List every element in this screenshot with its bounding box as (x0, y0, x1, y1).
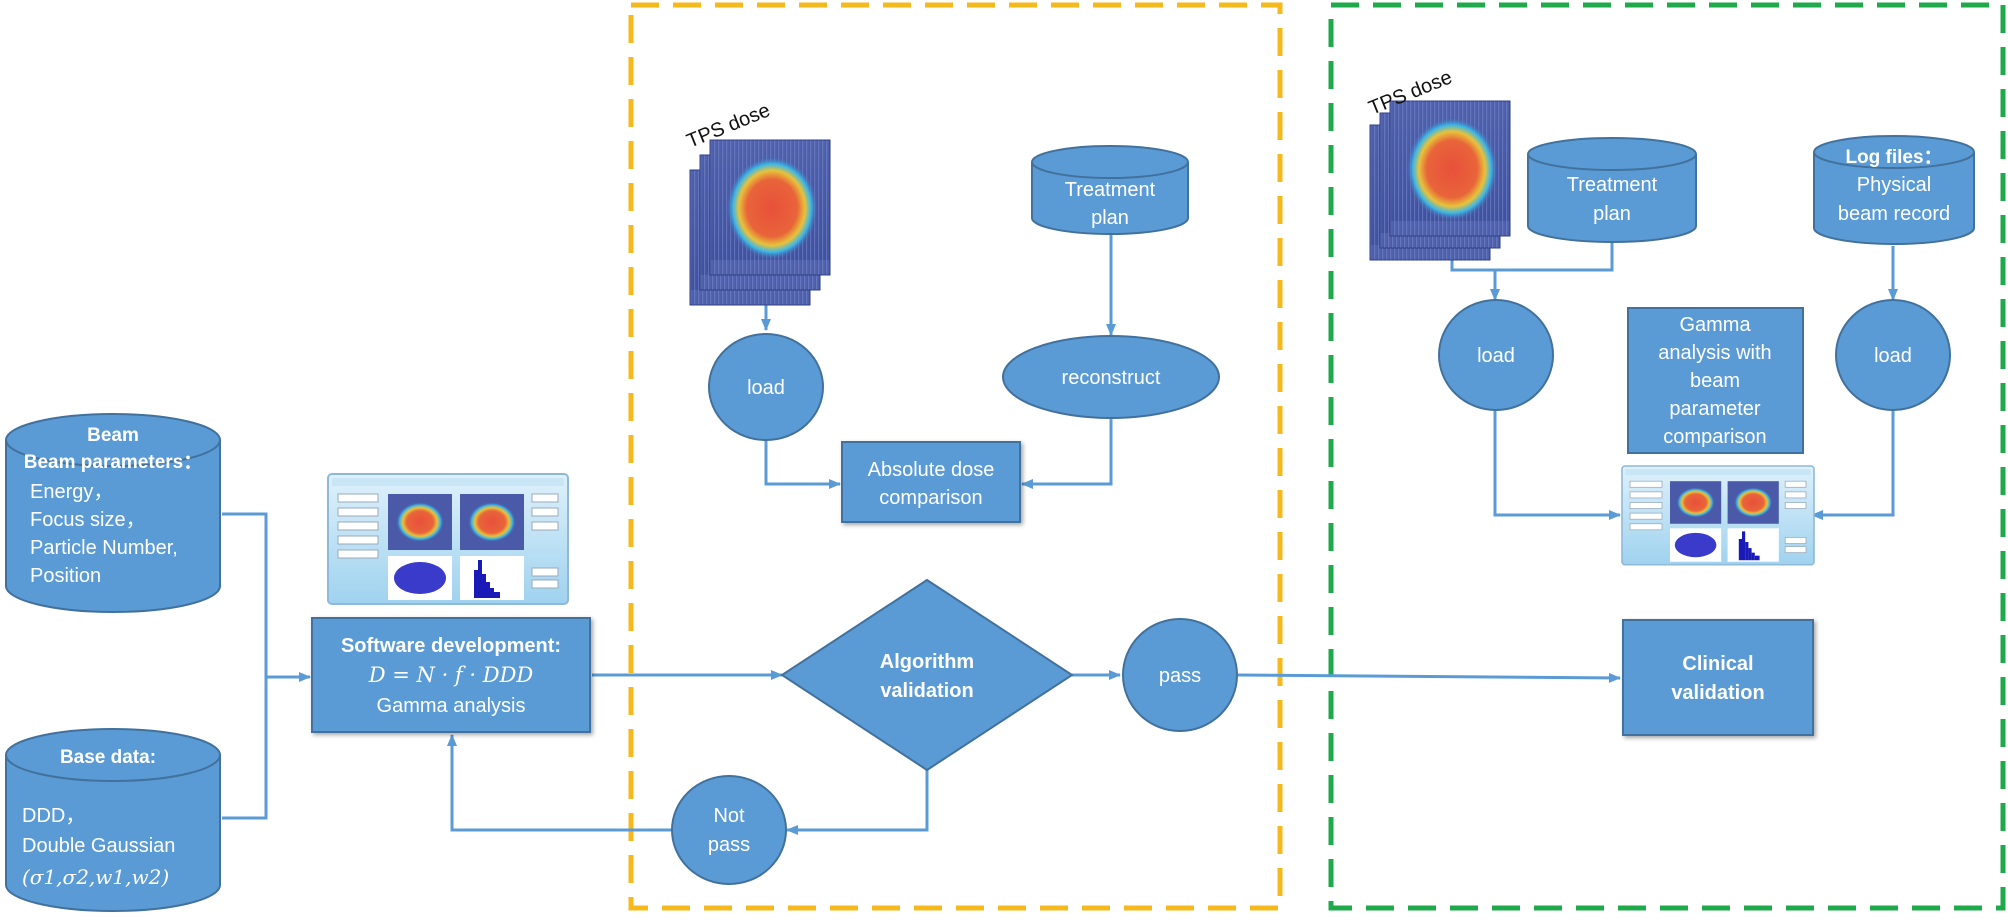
load-left-label: load (747, 377, 785, 399)
treatment-plan-right-node: Treatment plan (1527, 137, 1697, 243)
connector-algorithm-to-notpass (786, 770, 929, 835)
algorithm-validation-node: Algorithm validation (780, 578, 1074, 772)
treatment-plan-left-line-2: plan (1091, 207, 1129, 229)
gamma-line-1: Gamma (1679, 314, 1751, 336)
validation-region (628, 2, 1283, 911)
software-subtitle: Gamma analysis (377, 695, 526, 717)
pass-label: pass (1159, 665, 1201, 687)
connectors (222, 232, 1898, 835)
software-window-icon (327, 473, 569, 605)
not-pass-line-2: pass (708, 834, 750, 856)
load-left-node: load (708, 333, 824, 441)
log-files-line-2: beam record (1838, 203, 1950, 225)
clinical-validation-node: Clinical validation (1622, 619, 1814, 736)
gamma-analysis-node: Gamma analysis with beam parameter compa… (1627, 307, 1804, 454)
reconstruct-label: reconstruct (1062, 367, 1161, 389)
beam-parameters-node: Beam Beam parameters： Energy， Focus size… (5, 413, 221, 613)
log-files-title: Log files： (1845, 147, 1942, 168)
not-pass-line-1: Not (713, 805, 745, 827)
beam-parameters-title: Beam parameters： (24, 452, 202, 473)
clinical-validation-line-2: validation (1671, 682, 1764, 704)
beam-line-4: Position (30, 565, 101, 587)
treatment-plan-left-line-1: Treatment (1065, 179, 1156, 201)
beam-parameters-title-1: Beam (87, 425, 139, 446)
connector-load2-to-window (1811, 410, 1895, 520)
log-files-line-1: Physical (1857, 174, 1931, 196)
log-files-node: Log files： Physical beam record (1813, 135, 1975, 245)
load-right-1-node: load (1438, 299, 1554, 411)
load-right-2-label: load (1874, 345, 1912, 367)
load-right-1-label: load (1477, 345, 1515, 367)
base-data-title: Base data: (60, 747, 156, 768)
software-formula: D = N · f · DDD (368, 663, 534, 687)
software-title: Software development: (341, 635, 561, 657)
beam-line-1: Energy， (30, 481, 113, 503)
beam-line-3: Particle Number, (30, 537, 178, 559)
gamma-line-4: parameter (1669, 398, 1760, 420)
software-window-icon-right (1621, 465, 1815, 566)
gamma-line-2: analysis with (1658, 342, 1771, 364)
connector-load-to-absolute (764, 440, 841, 489)
not-pass-node: Not pass (671, 775, 787, 885)
base-data-node: Base data: DDD， Double Gaussian (σ1,σ2,w… (5, 728, 221, 912)
clinical-validation-line-1: Clinical (1682, 653, 1753, 675)
clinical-region (1328, 2, 2006, 911)
treatment-plan-right-line-2: plan (1593, 203, 1631, 225)
load-right-2-node: load (1835, 299, 1951, 411)
connector-beam-to-merge (222, 512, 268, 677)
gamma-line-3: beam (1690, 370, 1740, 392)
connector-notpass-to-software (447, 734, 672, 832)
treatment-plan-left-node: Treatment plan (1031, 145, 1189, 235)
base-line-1: DDD， (22, 805, 85, 827)
software-development-node: Software development: D = N · f · DDD Ga… (311, 617, 591, 733)
absolute-dose-line-2: comparison (879, 487, 982, 509)
connector-right-tps-plan (1450, 242, 1614, 272)
algorithm-validation-line-2: validation (880, 680, 973, 702)
connector-reconstruct-to-absolute (1021, 418, 1113, 489)
base-line-2: Double Gaussian (22, 835, 175, 857)
absolute-dose-node: Absolute dose comparison (841, 441, 1021, 523)
base-line-3: (σ1,σ2,w1,w2) (22, 865, 169, 889)
gamma-line-5: comparison (1663, 426, 1766, 448)
treatment-plan-right-line-1: Treatment (1567, 174, 1658, 196)
algorithm-validation-line-1: Algorithm (880, 651, 974, 673)
pass-node: pass (1122, 618, 1238, 732)
connector-base-to-merge (222, 677, 268, 820)
beam-line-2: Focus size， (30, 509, 146, 531)
absolute-dose-line-1: Absolute dose (868, 459, 995, 481)
connector-load1-to-window (1493, 410, 1621, 520)
dose-slice-stack-icon-right: TPS dose (1366, 66, 1511, 261)
dose-slice-stack-icon: TPS dose (684, 99, 831, 306)
reconstruct-node: reconstruct (1002, 335, 1220, 419)
connector-pass-to-clinical (1237, 672, 1621, 683)
